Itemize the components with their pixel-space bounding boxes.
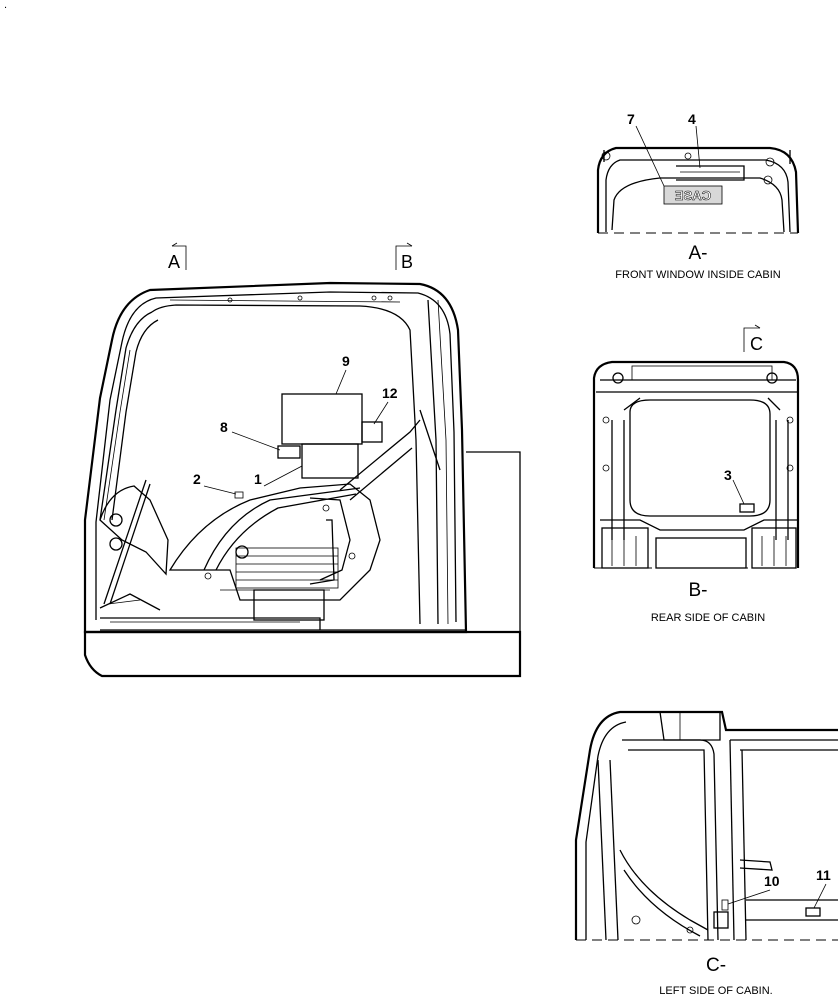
main-cab-view: A B: [83, 242, 522, 678]
section-marker-c: C: [743, 324, 763, 354]
view-c-caption: LEFT SIDE OF CABIN.: [659, 985, 773, 997]
section-marker-c-label: C: [750, 334, 763, 354]
corner-mark: .: [4, 0, 7, 11]
view-a-label: A-: [689, 243, 708, 264]
view-b-caption: REAR SIDE OF CABIN: [651, 612, 765, 624]
section-marker-b: B: [395, 242, 413, 272]
callout-1: 1: [254, 471, 262, 487]
case-decal-text: CASE: [675, 188, 711, 203]
callout-9: 9: [342, 353, 350, 369]
callout-8: 8: [220, 419, 228, 435]
callout-7: 7: [627, 111, 635, 127]
callout-2: 2: [193, 471, 201, 487]
decal-8: [277, 445, 301, 459]
decal-1: [301, 443, 359, 479]
callout-3: 3: [724, 467, 732, 483]
view-a-caption: FRONT WINDOW INSIDE CABIN: [615, 269, 780, 281]
decal-9: [281, 393, 363, 445]
case-decal: CASE: [663, 185, 723, 205]
cab-outer-frame: [83, 281, 468, 634]
decal-3: [739, 503, 755, 513]
view-c-label: C-: [706, 955, 726, 976]
decal-10: [721, 899, 729, 911]
cab-base: [83, 630, 522, 678]
view-b-rear-side: C 3 B- REAR SIDE OF CABIN: [592, 324, 800, 624]
decal-11: [805, 907, 821, 917]
callout-10: 10: [764, 873, 780, 889]
section-marker-a-label: A: [168, 252, 180, 272]
callout-4: 4: [688, 111, 696, 127]
decal-12: [361, 421, 383, 443]
view-a-front-window: CASE 7 4 A- FRONT WINDOW INSIDE CABIN: [596, 111, 800, 281]
decal-2: [234, 491, 244, 499]
view-b-label: B-: [689, 580, 708, 601]
callout-12: 12: [382, 385, 398, 401]
section-marker-b-label: B: [401, 252, 413, 272]
section-marker-a: A: [168, 242, 187, 272]
view-c-left-side: 10 11 C- LEFT SIDE OF CABIN.: [574, 710, 838, 997]
callout-11: 11: [816, 867, 831, 883]
